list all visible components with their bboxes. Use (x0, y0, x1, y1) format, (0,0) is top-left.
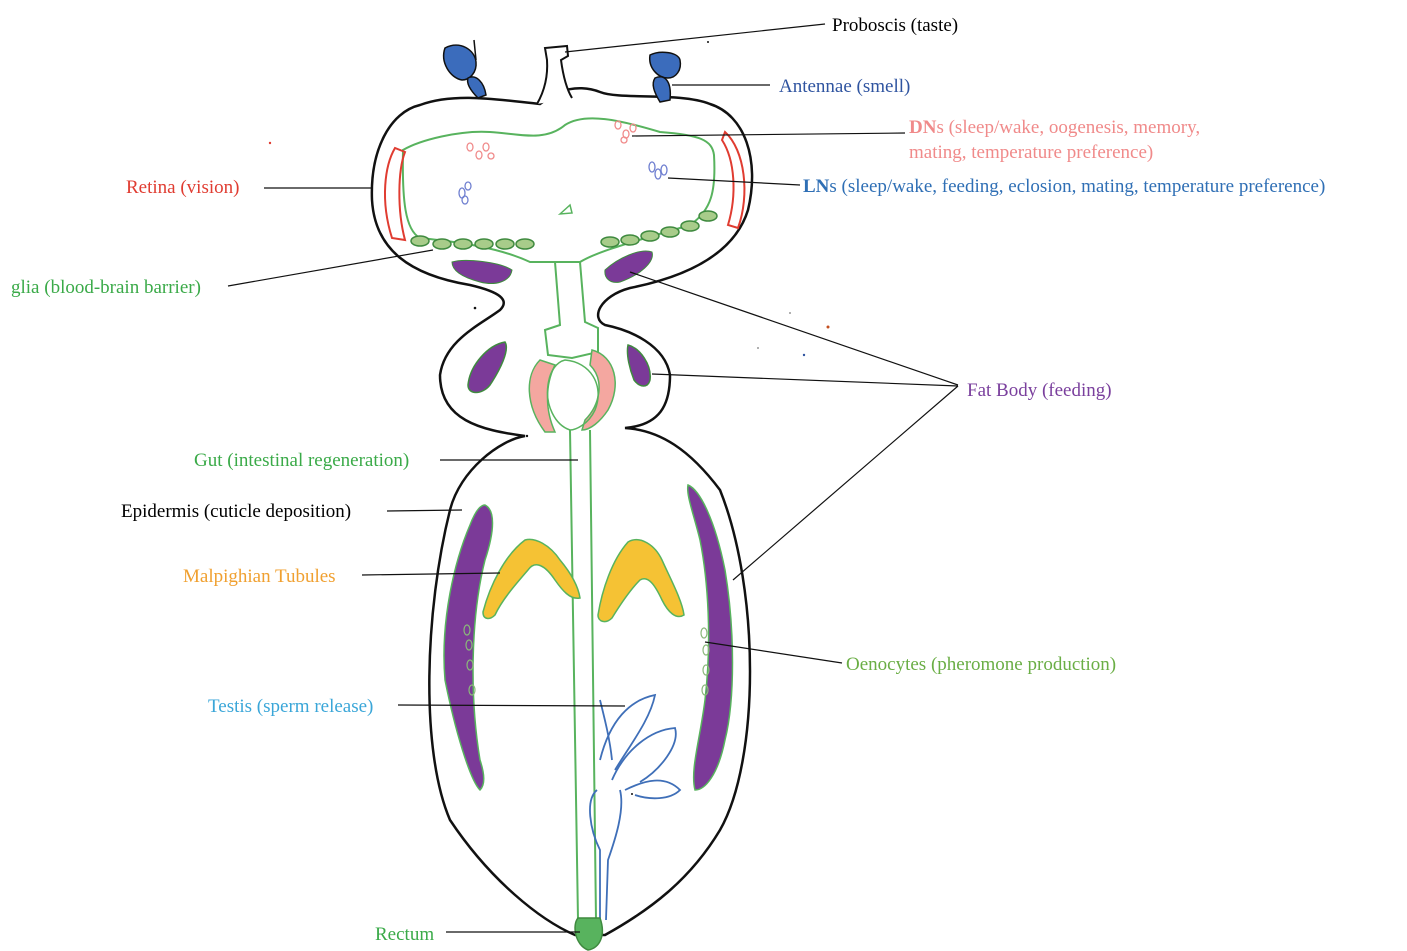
malpighian-right (598, 540, 684, 622)
testis-shape (590, 695, 680, 920)
antenna-right (650, 52, 681, 102)
label-epidermis: Epidermis (cuticle deposition) (121, 501, 351, 522)
label-dns-line2: mating, temperature preference) (909, 142, 1153, 163)
label-proboscis: Proboscis (taste) (832, 15, 958, 36)
label-oenocytes: Oenocytes (pheromone production) (846, 654, 1116, 675)
ln-neurons (459, 162, 667, 204)
label-antennae: Antennae (smell) (779, 76, 910, 97)
rectum-shape (575, 918, 602, 950)
fat-body-abdomen-right (688, 485, 733, 790)
fat-body-abdomen-left (444, 505, 492, 790)
label-rectum: Rectum (375, 924, 434, 945)
retina-right (722, 132, 744, 228)
fat-body-head-left (452, 260, 512, 283)
pink-organ-left (529, 360, 555, 432)
brain-small-cell (560, 205, 572, 214)
gut-upper (545, 262, 598, 358)
label-fat-body: Fat Body (feeding) (967, 380, 1112, 401)
label-glia: glia (blood-brain barrier) (11, 277, 201, 298)
label-lns-rest: s (sleep/wake, feeding, eclosion, mating… (829, 176, 1325, 197)
label-dns-prefix: DN (909, 117, 937, 138)
label-testis: Testis (sperm release) (208, 696, 373, 717)
label-dns-line1: s (sleep/wake, oogenesis, memory, (936, 117, 1200, 138)
label-dns: DNs (sleep/wake, oogenesis, memory, (909, 117, 1200, 138)
fat-body-thorax-right (627, 345, 650, 386)
glia-beads (411, 211, 717, 249)
label-lns-prefix: LN (803, 176, 830, 197)
malpighian-left (483, 539, 580, 618)
gut-main (570, 430, 596, 920)
antenna-left (444, 40, 486, 98)
proboscis-shape (537, 46, 572, 104)
fat-body-thorax-left (468, 342, 506, 393)
dn-neurons (467, 121, 636, 159)
label-malpighian: Malpighian Tubules (183, 566, 336, 587)
label-retina: Retina (vision) (126, 177, 239, 198)
retina-left (385, 148, 405, 240)
label-lns: LNs (sleep/wake, feeding, eclosion, mati… (803, 176, 1325, 197)
label-gut: Gut (intestinal regeneration) (194, 450, 409, 471)
